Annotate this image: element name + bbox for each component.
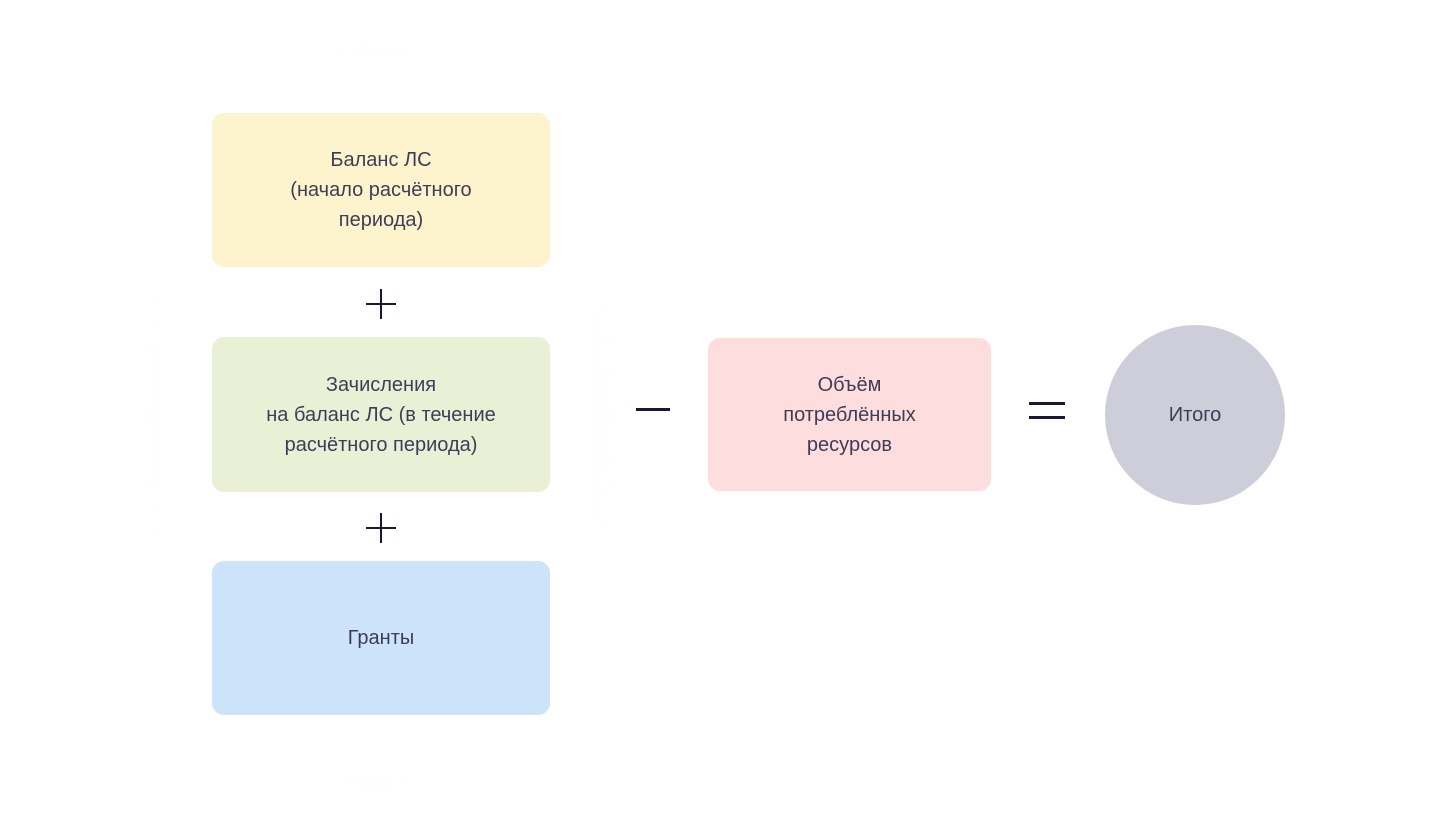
plus-icon: [366, 513, 396, 543]
card-balance: Баланс ЛС (начало расчётного периода): [212, 113, 550, 267]
minus-icon: [636, 408, 670, 411]
equals-icon: [1029, 402, 1065, 419]
circle-total-label: Итого: [1168, 403, 1222, 426]
card-grants: Гранты: [212, 561, 550, 715]
card-credits: Зачисления на баланс ЛС (в течение расчё…: [212, 337, 550, 492]
circle-total: Итого: [1105, 325, 1285, 505]
card-consumed-resources: Объём потреблённых ресурсов: [708, 338, 991, 491]
plus-icon: [366, 289, 396, 319]
